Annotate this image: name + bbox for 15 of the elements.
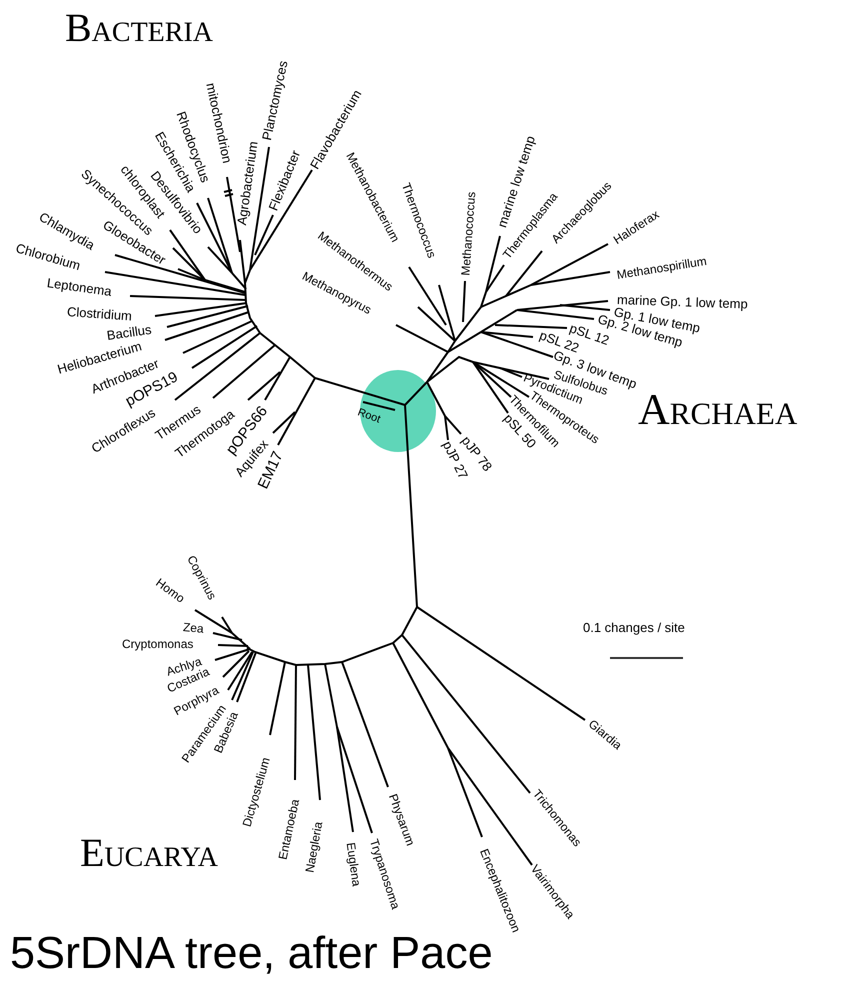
taxon-label: Agrobacterium [234,140,261,226]
taxon-label: Naegleria [304,821,326,874]
root-label: Root [356,406,382,426]
taxon-label: Bacillus [106,322,152,344]
domain-label: Bacteria [65,6,214,50]
taxon-label: Zea [182,621,204,636]
taxon-label: Methanococcus [459,192,478,276]
taxon-label: Leptonema [46,276,112,300]
scale-label: 0.1 changes / site [583,620,685,636]
taxon-label: Clostridium [66,304,132,324]
taxon-label: Cryptomonas [122,638,194,652]
taxon-label: Euglena [343,842,363,888]
caption: 5SrDNA tree, after Pace [10,928,493,978]
domain-label: Eucarya [80,831,218,875]
domain-label: Archaea [638,386,798,434]
